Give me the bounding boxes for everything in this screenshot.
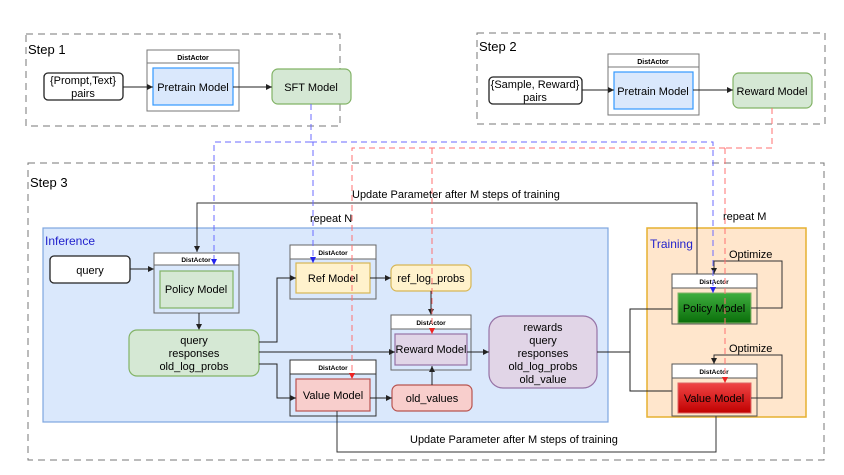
repeat-n-label: repeat N — [310, 213, 352, 225]
batch-line-oldvalue: old_value — [519, 374, 566, 386]
update-line-top — [194, 202, 698, 314]
training-title: Training — [650, 237, 693, 251]
value-header: DistActor — [318, 365, 348, 372]
repeat-m-label: repeat M — [723, 211, 766, 223]
step1-distactor-header: DistActor — [177, 55, 209, 62]
step2-pretrain-label: Pretrain Model — [617, 86, 689, 98]
ref-log-probs-label: ref_log_probs — [397, 273, 465, 285]
batch-line-rewards: rewards — [523, 322, 563, 334]
rm-link-trunk — [725, 108, 773, 149]
experience-line-oldlogprobs: old_log_probs — [159, 361, 229, 373]
inference-policy-header: DistActor — [181, 257, 211, 264]
reward-header: DistActor — [416, 320, 446, 327]
step2-distactor-header: DistActor — [637, 59, 669, 66]
step2-input-line1: {Sample, Reward} — [491, 79, 580, 91]
ref-model — [295, 262, 371, 294]
batch-line-responses: responses — [518, 348, 569, 360]
step1-title: Step 1 — [28, 42, 66, 57]
experience-line-responses: responses — [169, 348, 220, 360]
arrow-experience-value — [259, 363, 296, 401]
arrow-batch-policy-train — [597, 306, 678, 353]
experience-line-query: query — [180, 335, 208, 347]
step1-pretrain-label: Pretrain Model — [157, 82, 229, 94]
old-values-label: old_values — [406, 393, 459, 405]
step1-sft-label: SFT Model — [284, 82, 338, 94]
training-value-header: DistActor — [699, 369, 729, 376]
reward-model — [394, 333, 468, 366]
rm-link-inference-value — [349, 147, 725, 379]
step2-reward-label: Reward Model — [737, 86, 808, 98]
step3-frame — [27, 162, 825, 461]
optimize-loop-value — [711, 354, 783, 399]
optimize-loop-policy — [711, 260, 783, 309]
step2-frame — [476, 32, 826, 125]
batch-line-oldlogprobs: old_log_probs — [508, 361, 578, 373]
sft-link-training-policy — [311, 141, 716, 293]
ref-label: Ref Model — [308, 273, 358, 285]
arrow-experience-ref — [259, 275, 296, 343]
sft-link-inference-policy — [211, 141, 311, 265]
optimize-label-2: Optimize — [729, 343, 772, 355]
training-policy-label: Policy Model — [683, 303, 745, 315]
step2-title: Step 2 — [479, 39, 517, 54]
inference-policy-model — [159, 270, 234, 309]
value-label: Value Model — [303, 390, 363, 402]
inference-policy-label: Policy Model — [165, 284, 227, 296]
batch-line-query: query — [529, 335, 557, 347]
training-policy-model — [677, 292, 752, 324]
experience-box — [128, 329, 260, 377]
ref-header: DistActor — [318, 250, 348, 257]
query-label: query — [76, 265, 104, 277]
training-policy-header: DistActor — [699, 279, 729, 286]
step1-input-line2: pairs — [71, 88, 95, 100]
update-label-bottom: Update Parameter after M steps of traini… — [410, 434, 618, 446]
step1-input-line1: {Prompt,Text} — [50, 75, 116, 87]
optimize-label-1: Optimize — [729, 249, 772, 261]
training-value-label: Value Model — [684, 393, 744, 405]
inference-title: Inference — [45, 234, 95, 248]
arrow-batch-value-train — [629, 352, 678, 394]
step3-title: Step 3 — [30, 175, 68, 190]
update-label-top: Update Parameter after M steps of traini… — [352, 189, 560, 201]
step2-input-line2: pairs — [523, 92, 547, 104]
reward-label: Reward Model — [396, 344, 467, 356]
update-line-bottom — [336, 411, 717, 453]
value-model — [295, 378, 371, 412]
step2-pretrain-model — [613, 71, 694, 110]
